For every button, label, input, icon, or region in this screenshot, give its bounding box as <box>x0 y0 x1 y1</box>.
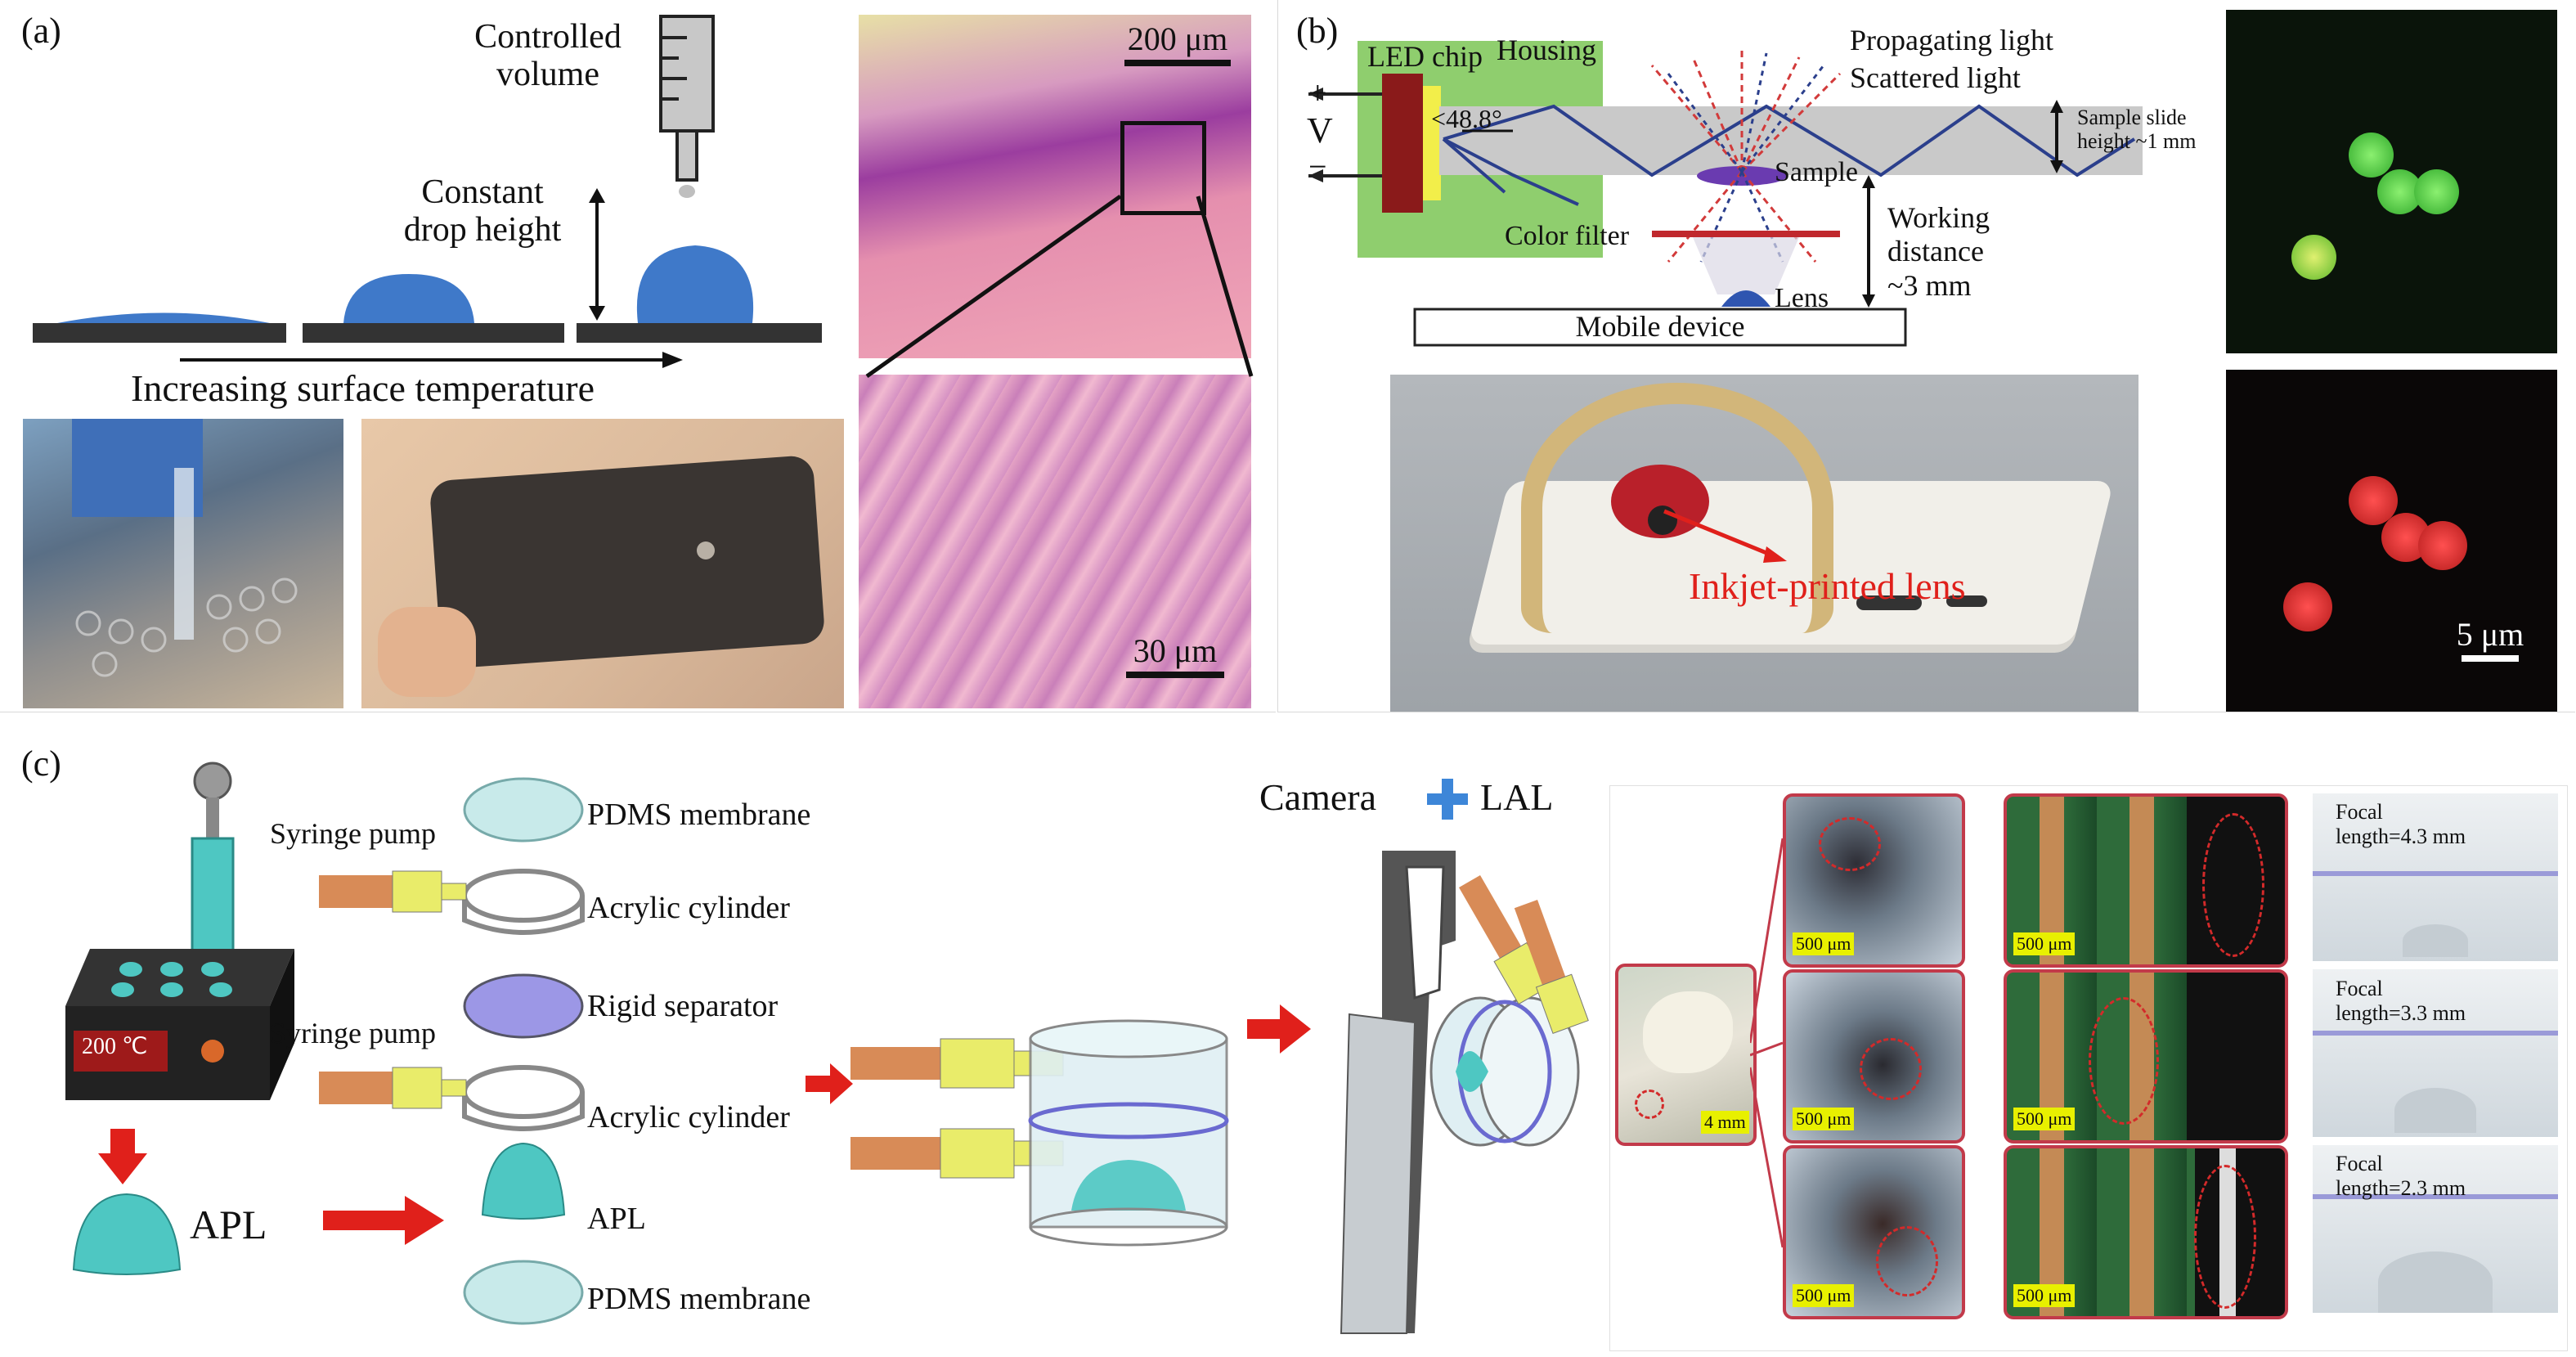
panel-c-letter: (c) <box>21 744 61 784</box>
constant-drop-height-label: Constant drop height <box>403 173 562 249</box>
controlled-volume-label: Controlled volume <box>474 18 622 94</box>
microscope-schematic <box>1308 41 2143 347</box>
voltage-plus: + <box>1308 74 1327 111</box>
apl-drop-left <box>72 1193 182 1275</box>
scale-bar-5um: 5 μm <box>2445 615 2535 662</box>
connector-lines <box>1750 838 1784 1248</box>
focal-panel-3 <box>2313 1145 2558 1313</box>
stack-label-apl: APL <box>587 1202 646 1236</box>
voltage-v: V <box>1307 110 1333 151</box>
increasing-surface-temperature-label: Increasing surface temperature <box>131 367 595 409</box>
plus-icon <box>1427 779 1468 820</box>
panel-b-frame <box>1277 0 2575 712</box>
lal-label: LAL <box>1480 776 1554 818</box>
focal-panel-1 <box>2313 793 2558 961</box>
tag-500um-3: 500 μm <box>1793 1284 1855 1307</box>
tag-500um-2: 500 μm <box>1793 1108 1855 1130</box>
working-distance-label: Working distance ~3 mm <box>1887 201 1990 302</box>
camera-label: Camera <box>1259 776 1377 818</box>
panel-b-letter: (b) <box>1296 11 1339 51</box>
stack-label-acrylic-1: Acrylic cylinder <box>587 891 790 925</box>
fluorescence-red <box>2226 370 2557 712</box>
hotplate-temp-label: 200 ℃ <box>82 1034 148 1059</box>
scale-bar-30um: 30 μm <box>1122 631 1228 678</box>
fluorescence-green <box>2226 10 2557 353</box>
panel-c-results-frame <box>1609 785 2568 1351</box>
voltage-minus: − <box>1308 148 1327 185</box>
apl-left-label: APL <box>190 1202 267 1247</box>
hotplate-syringe-illustration <box>65 762 294 1100</box>
exploded-stack-illustration <box>319 777 585 1325</box>
tag-500um-6: 500 μm <box>2013 1284 2076 1307</box>
insect-zoom-3 <box>1783 1145 1965 1319</box>
mobile-device-label: Mobile device <box>1575 310 1745 343</box>
tag-500um-4: 500 μm <box>2013 932 2076 955</box>
focal-panel-2 <box>2313 969 2558 1137</box>
scale-bar-200um: 200 μm <box>1112 20 1243 66</box>
tag-4mm: 4 mm <box>1701 1111 1749 1134</box>
scattered-light-label: Scattered light <box>1850 61 2021 94</box>
tissue-image-bottom <box>859 375 1251 708</box>
pipette-illustration <box>659 15 715 198</box>
stack-label-rigid-separator: Rigid separator <box>587 989 779 1023</box>
sample-label: Sample <box>1775 157 1858 187</box>
zoom-lines <box>865 194 1254 379</box>
syringe-pump-label-1: Syringe pump <box>270 817 436 850</box>
printer-photo <box>23 419 343 708</box>
syringe-pump-label-2: Syringe pump <box>270 1017 436 1049</box>
tag-500um-1: 500 μm <box>1793 932 1855 955</box>
right-arrow-1 <box>323 1196 444 1245</box>
tag-500um-5: 500 μm <box>2013 1108 2076 1130</box>
propagating-light-label: Propagating light <box>1850 24 2053 56</box>
tissue-image-top <box>859 15 1251 358</box>
color-filter-label: Color filter <box>1505 221 1630 251</box>
panel-a-letter: (a) <box>21 11 61 51</box>
housing-label: Housing <box>1497 34 1597 66</box>
assembled-lens-illustration <box>850 1019 1229 1247</box>
panel-a-frame <box>0 0 1276 712</box>
down-arrow <box>98 1129 147 1184</box>
stack-label-pdms-bottom: PDMS membrane <box>587 1282 811 1316</box>
led-chip-label: LED chip <box>1367 40 1483 73</box>
stack-label-pdms-top: PDMS membrane <box>587 798 811 832</box>
lens-label: Lens <box>1775 283 1829 313</box>
inkjet-printed-lens-label: Inkjet-printed lens <box>1689 565 1966 607</box>
inkjet-lens-pointer <box>1663 509 1787 563</box>
sample-slide-label: Sample slide height ~1 mm <box>2077 106 2197 153</box>
stack-label-acrylic-2: Acrylic cylinder <box>587 1100 790 1135</box>
camera-lal-illustration <box>1340 851 1589 1334</box>
device-render <box>1390 375 2138 712</box>
phone-photo <box>361 419 844 708</box>
temperature-arrow <box>180 352 683 368</box>
right-arrow-3 <box>1247 1004 1311 1054</box>
right-arrow-2 <box>806 1063 853 1104</box>
angle-label: <48.8° <box>1431 104 1502 133</box>
drop-height-diagram <box>33 188 822 343</box>
